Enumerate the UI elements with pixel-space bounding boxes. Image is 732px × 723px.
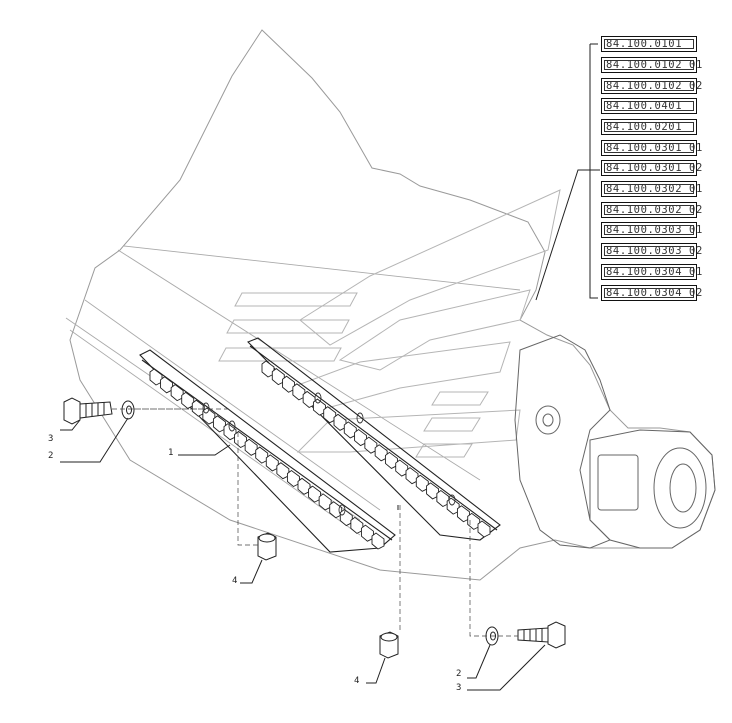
reference-box-inner [604,267,694,277]
reference-box-inner [604,81,694,91]
knife-teeth [149,360,491,550]
reference-box: 84.100.0102 01 [601,57,702,73]
leader-lines [60,169,600,691]
reference-number: 84.100.0201 [606,121,683,133]
reference-box: 84.100.0301 02 [601,160,702,176]
reference-box: 84.100.0102 02 [601,78,702,94]
axis-line-nut-left [237,432,258,546]
nut-left [257,532,277,561]
reference-number: 84.100.0301 02 [606,162,703,174]
reference-box: 84.100.0201 [601,119,697,135]
reference-box-inner [604,60,694,70]
washer-top-left [121,400,135,420]
reference-number: 84.100.0304 01 [606,266,703,278]
nut-bottom [379,631,399,659]
callout-knife-section: 1 [168,448,174,458]
reference-number: 84.100.0303 01 [606,224,703,236]
axis-line-bottom [469,520,518,637]
reference-box-inner [604,163,694,173]
rail-holes [202,392,456,516]
knife-tooth [371,532,385,550]
reference-box: 84.100.0304 02 [601,285,702,301]
reference-number: 84.100.0102 02 [606,80,703,92]
reference-box: 84.100.0303 02 [601,243,702,259]
knife-rail-left [139,349,396,553]
reference-box-inner [604,225,694,235]
reference-number: 84.100.0301 01 [606,142,703,154]
watermark-logo [218,189,561,458]
bolt-top-left [63,397,113,425]
callout-bolt-bottom: 3 [456,683,462,693]
knife-tooth [477,520,491,538]
reference-box: 84.100.0301 01 [601,140,702,156]
reference-number: 84.100.0303 02 [606,245,703,257]
reference-number: 84.100.0302 02 [606,204,703,216]
reference-number: 84.100.0302 01 [606,183,703,195]
callout-washer-top-left: 2 [48,451,54,461]
reference-box-inner [604,184,694,194]
reference-box: 84.100.0401 [601,98,697,114]
reference-number: 84.100.0401 [606,100,683,112]
reference-box: 84.100.0101 [601,36,697,52]
reference-box-inner [604,39,694,49]
callout-bolt-top-left: 3 [48,434,54,444]
reference-number: 84.100.0102 01 [606,59,703,71]
reference-box: 84.100.0302 02 [601,202,702,218]
reference-bracket [589,43,598,299]
reference-box: 84.100.0302 01 [601,181,702,197]
reference-box-inner [604,101,694,111]
reference-box: 84.100.0304 01 [601,264,702,280]
reference-box-inner [604,143,694,153]
reference-box-inner [604,122,694,132]
reference-box-inner [604,205,694,215]
reference-number: 84.100.0304 02 [606,287,703,299]
reference-number: 84.100.0101 [606,38,683,50]
callout-nut-left: 4 [232,576,238,586]
callout-nut-bottom: 4 [354,676,360,686]
pivot-housing [514,334,716,549]
reference-box-inner [604,288,694,298]
reference-box: 84.100.0303 01 [601,222,702,238]
callout-washer-bottom: 2 [456,669,462,679]
reference-box-inner [604,246,694,256]
bolt-bottom [517,621,566,649]
